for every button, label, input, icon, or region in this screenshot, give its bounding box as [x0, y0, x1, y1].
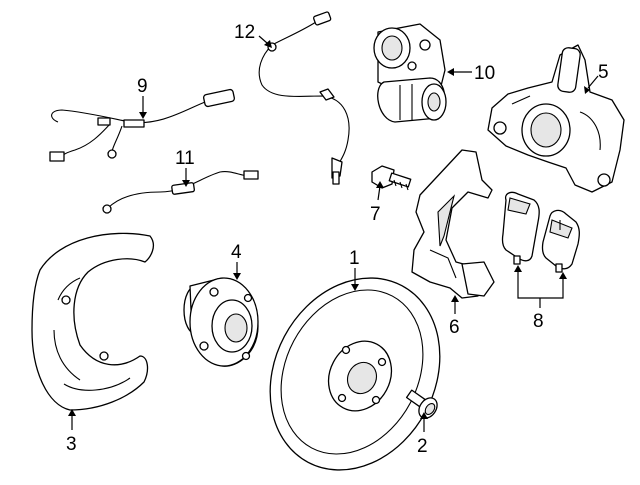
callout-5: 5: [598, 62, 609, 83]
callout-11: 11: [175, 148, 195, 169]
brake-rotor: [269, 277, 441, 471]
callout-10: 10: [474, 63, 495, 84]
splash-shield: [31, 232, 154, 411]
callout-2: 2: [417, 436, 428, 457]
callout-7: 7: [370, 204, 381, 225]
leader-lines: [68, 35, 599, 432]
callout-4: 4: [231, 242, 242, 263]
callout-3: 3: [66, 434, 77, 455]
hub-bearing: [183, 277, 259, 367]
callout-12: 12: [234, 22, 255, 43]
caliper: [487, 44, 625, 193]
bracket-bolt: [371, 165, 412, 191]
sensor-wire-lower: [102, 170, 259, 214]
caliper-bracket: [411, 149, 495, 299]
callout-labels: 1 2 3 4 5 6 7 8 9 10 11 12: [66, 22, 609, 457]
callout-8: 8: [533, 311, 544, 332]
brake-pads: [501, 191, 580, 273]
abs-sensor: [258, 11, 350, 185]
callout-9: 9: [137, 76, 148, 97]
callout-6: 6: [449, 317, 460, 338]
wear-sensor-wire: [49, 88, 236, 162]
callout-1: 1: [349, 248, 360, 269]
parking-brake-motor: [373, 23, 447, 123]
